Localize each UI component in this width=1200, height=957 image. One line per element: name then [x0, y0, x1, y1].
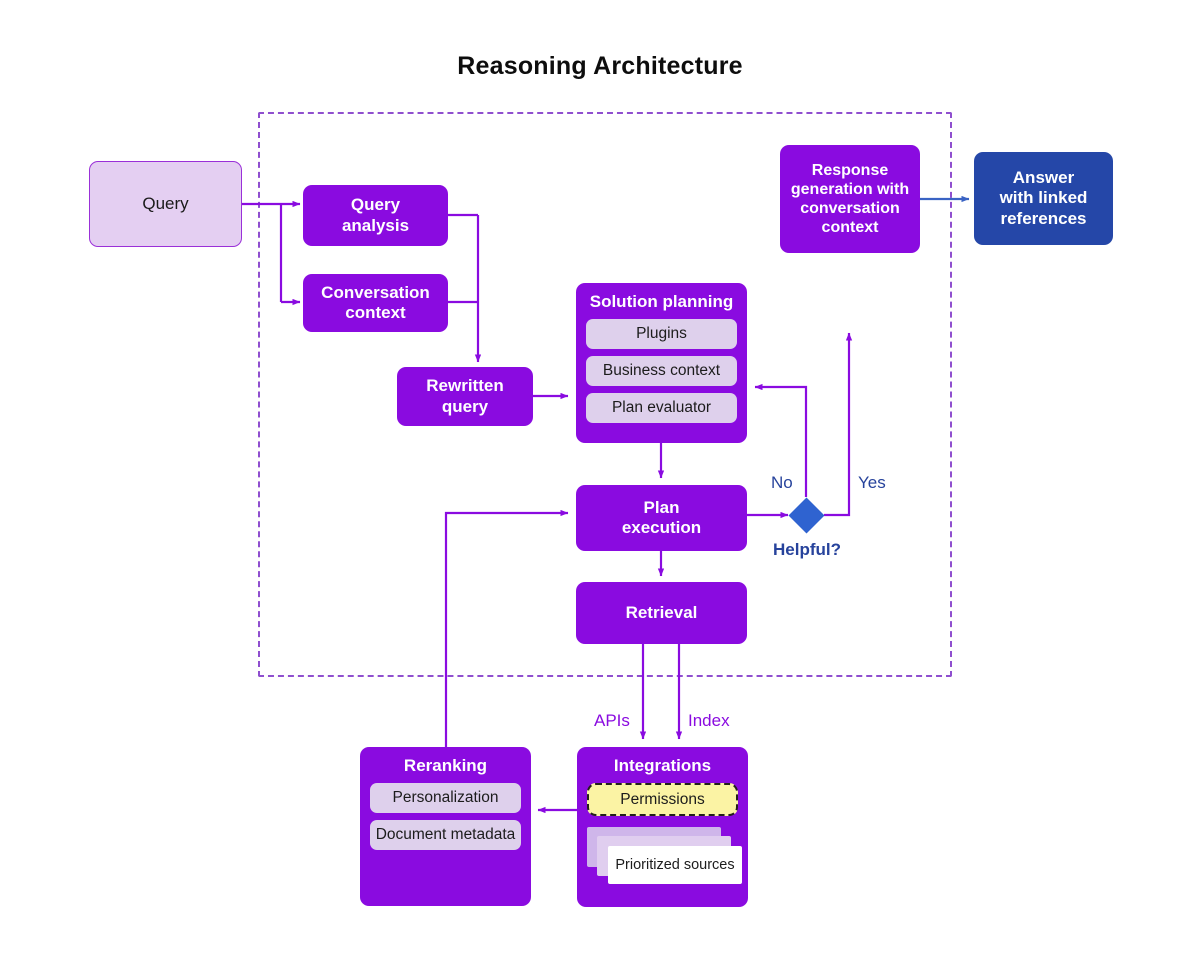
node-reranking[interactable]: Reranking Personalization Document metad… — [360, 747, 531, 906]
node-conversation-context-line2: context — [345, 303, 406, 322]
node-retrieval-label: Retrieval — [625, 602, 698, 622]
node-answer[interactable]: Answer with linked references — [974, 152, 1113, 245]
node-query-label: Query — [142, 193, 189, 213]
page-title: Reasoning Architecture — [457, 52, 743, 80]
edge-label-no: No — [771, 473, 793, 492]
node-integrations[interactable]: Integrations Permissions Prioritized sou… — [577, 747, 748, 907]
node-plan-execution-line2: execution — [621, 518, 702, 537]
node-response-generation-line2: generation with — [790, 180, 910, 198]
node-query-analysis-line1: Query — [350, 195, 401, 215]
node-rewritten-query-line2: query — [441, 396, 489, 416]
node-query-analysis-line2: analysis — [341, 215, 410, 235]
reranking-title: Reranking — [403, 756, 488, 775]
solution-planning-item-business-context[interactable]: Business context — [586, 356, 737, 386]
reasoning-system-boundary — [258, 112, 952, 677]
diamond-icon — [788, 497, 825, 534]
node-answer-line1: Answer — [1012, 167, 1075, 187]
node-plan-execution[interactable]: Plan execution — [576, 485, 747, 551]
solution-planning-item-plan-evaluator[interactable]: Plan evaluator — [586, 393, 737, 423]
node-helpful-decision[interactable] — [788, 497, 825, 534]
node-solution-planning[interactable]: Solution planning Plugins Business conte… — [576, 283, 747, 443]
node-query-analysis[interactable]: Query analysis — [303, 185, 448, 246]
solution-planning-item-plugins[interactable]: Plugins — [586, 319, 737, 349]
node-answer-line3: references — [1000, 208, 1087, 228]
node-response-generation-line4: context — [821, 219, 879, 237]
node-conversation-context[interactable]: Conversation context — [303, 274, 448, 332]
reranking-item-document-metadata[interactable]: Document metadata — [370, 820, 521, 850]
node-retrieval[interactable]: Retrieval — [576, 582, 747, 644]
node-response-generation-line3: conversation — [800, 200, 900, 217]
node-query[interactable]: Query — [89, 161, 242, 247]
node-conversation-context-line1: Conversation — [321, 282, 430, 302]
node-response-generation[interactable]: Response generation with conversation co… — [780, 145, 920, 253]
integrations-item-permissions[interactable]: Permissions — [587, 783, 738, 816]
node-answer-line2: with linked — [999, 188, 1088, 208]
edge-label-index: Index — [688, 711, 730, 730]
node-response-generation-line1: Response — [811, 161, 889, 179]
integrations-prioritized-sources-stack[interactable]: Prioritized sources — [587, 827, 742, 885]
node-rewritten-query-line1: Rewritten — [426, 376, 504, 396]
node-helpful-decision-label: Helpful? — [773, 540, 841, 559]
reranking-item-personalization[interactable]: Personalization — [370, 783, 521, 813]
stack-card-front[interactable]: Prioritized sources — [608, 846, 742, 884]
integrations-title: Integrations — [613, 756, 712, 775]
solution-planning-title: Solution planning — [589, 292, 734, 311]
edge-label-yes: Yes — [858, 473, 886, 492]
node-rewritten-query[interactable]: Rewritten query — [397, 367, 533, 426]
node-plan-execution-line1: Plan — [643, 497, 680, 517]
edge-label-apis: APIs — [594, 711, 630, 730]
